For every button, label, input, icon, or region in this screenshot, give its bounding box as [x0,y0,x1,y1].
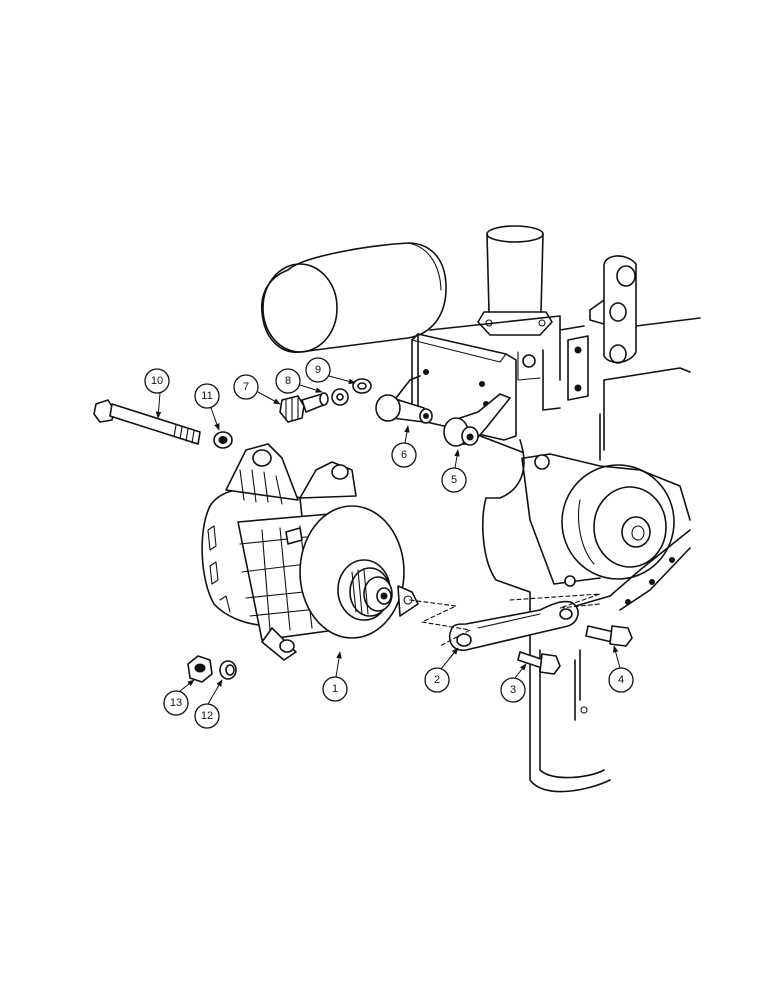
part-9-washers [331,378,372,406]
callout-label: 5 [451,474,457,486]
part-4-bolt [585,625,633,647]
callout-label: 1 [332,683,338,695]
callout-13: 13 [163,690,189,716]
water-pump-pulley [561,464,675,580]
callout-5: 5 [441,467,467,493]
part-2-adjusting-link [448,600,579,651]
callout-2: 2 [424,667,450,693]
part-8-bolt [301,392,329,413]
callout-label: 10 [151,375,163,387]
callout-label: 13 [170,697,182,709]
callout-12: 12 [194,703,220,729]
callout-3: 3 [500,677,526,703]
callout-7: 7 [233,374,259,400]
callout-9: 9 [305,357,331,383]
callout-label: 9 [315,364,321,376]
part-11-washer [213,431,233,449]
callout-label: 6 [401,449,407,461]
callout-label: 2 [434,674,440,686]
callout-label: 4 [618,674,624,686]
callouts: 1 2 3 4 5 6 7 8 [144,357,634,729]
lifting-eye [589,255,637,364]
callout-6: 6 [391,442,417,468]
part-6-spacer [375,375,433,424]
drive-belt-path [409,593,601,647]
callout-label: 7 [243,381,249,393]
leader-lines [155,375,621,705]
part-5-spacer [443,393,511,447]
part-12-washer [219,660,237,680]
coolant-pipe [477,225,553,336]
callout-label: 11 [201,390,212,402]
callout-4: 4 [608,667,634,693]
callout-label: 12 [201,710,213,722]
part-10-long-bolt [93,399,201,445]
engine-block [261,225,701,793]
part-3-bolt [517,651,561,675]
callout-11: 11 [194,383,220,409]
callout-10: 10 [144,368,170,394]
part-1-alternator [201,443,419,661]
part-7-nut [279,395,305,423]
callout-8: 8 [275,368,301,394]
callout-label: 3 [510,684,516,696]
filter-canister [261,242,447,353]
part-13-nut [187,655,213,683]
callout-label: 8 [285,375,291,387]
alternator-pulley [337,559,393,621]
callout-1: 1 [322,676,348,702]
